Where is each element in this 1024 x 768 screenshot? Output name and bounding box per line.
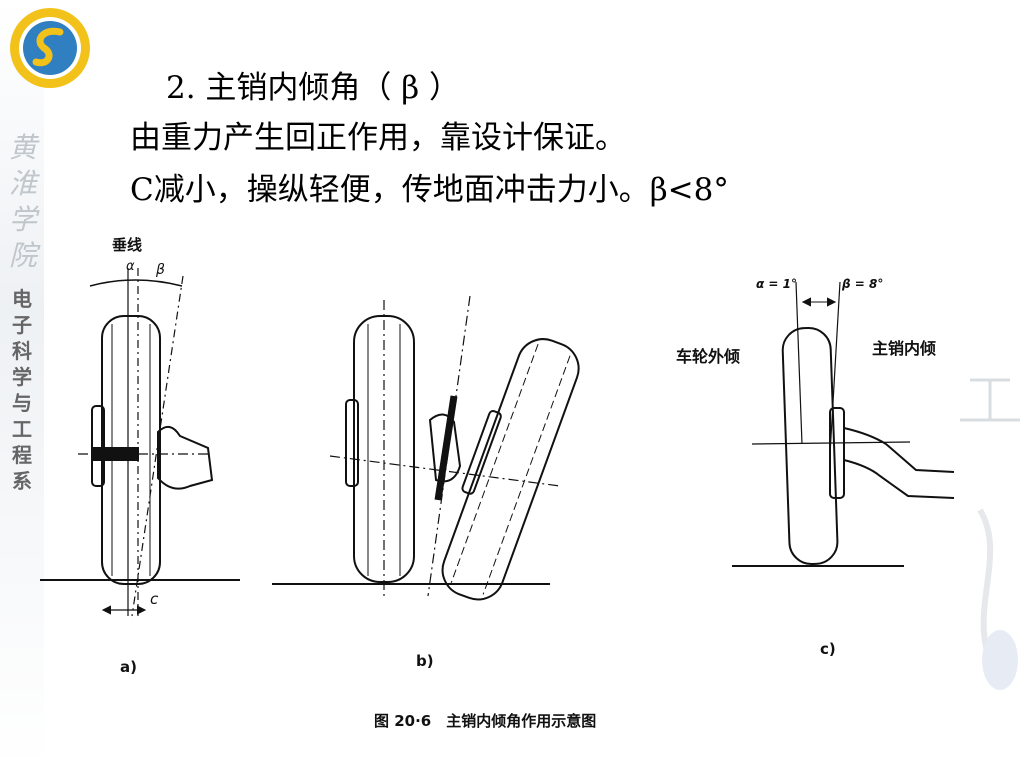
label-camber: 车轮外倾 [676, 347, 740, 366]
label-beta-c: β = 8° [841, 277, 883, 291]
calligraphy-char: 院 [8, 239, 37, 272]
label-c: c [150, 590, 159, 608]
right-decor [960, 378, 1020, 690]
dept-char: 科 [12, 339, 32, 363]
panel-b-diagram [272, 295, 580, 601]
calligraphy-char: 学 [8, 203, 37, 236]
dept-char: 与 [12, 391, 32, 415]
dept-char: 程 [12, 443, 32, 467]
caption-b: b) [416, 652, 434, 670]
calligraphy-char: 淮 [8, 167, 37, 200]
left-decor-stripe [0, 0, 44, 768]
label-alpha-a: α [126, 259, 135, 274]
panel-c-diagram [732, 281, 954, 567]
dept-char: 工 [12, 417, 32, 441]
label-vertical-line: 垂线 [112, 236, 142, 254]
figure-title: 图 20·6 主销内倾角作用示意图 [374, 712, 596, 730]
school-name-calligraphy: 黄 淮 学 院 [6, 130, 40, 274]
label-beta-a: β [155, 262, 165, 278]
text-line-2: C减小，操纵轻便，传地面冲击力小。β<8° [130, 172, 729, 208]
dept-char: 学 [12, 365, 32, 389]
kingpin-inclination-figure: 垂线 α β c a) b) α = 1° β = 8° 车轮外倾 主销内倾 c… [40, 236, 954, 730]
department-name: 电 子 科 学 与 工 程 系 [8, 286, 36, 494]
dept-char: 子 [12, 313, 32, 337]
label-kingpin-inclination: 主销内倾 [872, 339, 936, 358]
panel-a-diagram [40, 268, 240, 617]
dept-char: 系 [12, 469, 32, 493]
caption-a: a) [120, 658, 137, 676]
dept-char: 电 [12, 287, 32, 311]
text-line-1: 由重力产生回正作用，靠设计保证。 [130, 120, 626, 156]
calligraphy-char: 黄 [8, 131, 37, 164]
label-alpha-c: α = 1° [756, 277, 797, 291]
caption-c: c) [820, 640, 836, 658]
school-logo [10, 8, 90, 88]
slide-heading: 2. 主销内倾角（ β ） [166, 70, 461, 106]
